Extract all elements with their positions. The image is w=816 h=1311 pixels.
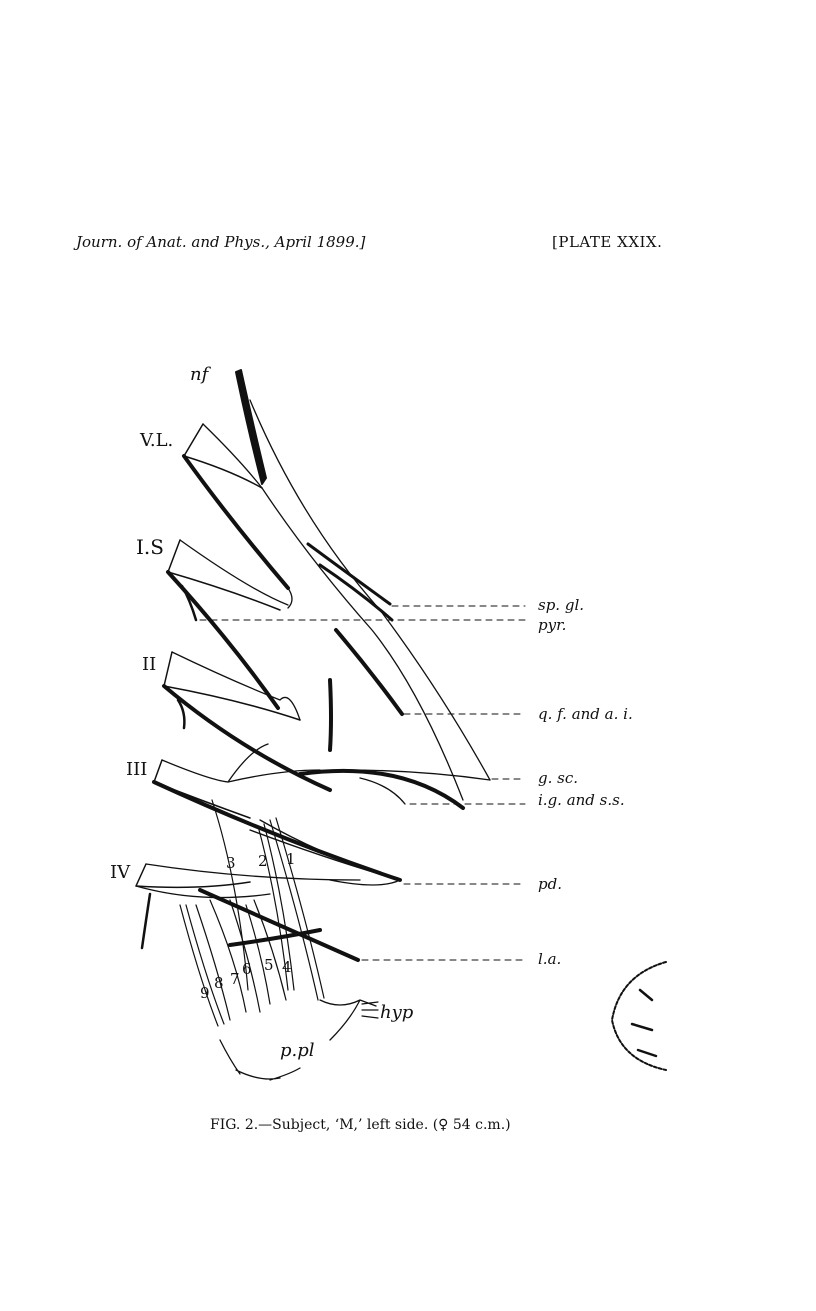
strand-7 [209,899,247,1013]
pd-point [249,829,401,886]
strand-label-3: 3 [226,854,236,872]
label-is: I.S [136,535,164,559]
strand-label-4: 4 [282,958,292,976]
strand-3 [211,799,249,991]
library-stamp [611,961,667,1071]
sp-gl-bar [306,542,392,606]
strand-label-9: 9 [200,984,210,1002]
journal-header: Journ. of Anat. and Phys., April 1899.] [76,233,366,251]
strand-label-1: 1 [286,850,296,868]
label-pd: pd. [538,875,562,893]
label-ii: II [142,654,156,675]
label-nf: nf [190,364,212,385]
la-bar [198,888,360,962]
nf-structure [235,369,267,485]
strand-label-8: 8 [214,974,224,992]
label-la: l.a. [538,950,561,968]
strand-8 [195,904,231,1021]
hyp-base [319,999,377,1041]
label-iv: IV [110,862,131,883]
qf-bar [334,628,404,716]
label-g-sc: g. sc. [538,769,578,787]
plate-number: [PLATE XXIX. [552,233,663,251]
strand-4 [253,899,287,1001]
strand-label-5: 5 [264,956,274,974]
label-ig-ss: i.g. and s.s. [538,791,625,809]
label-hyp: hyp [380,1002,414,1023]
label-pyr: pyr. [538,616,566,634]
strand-6 [229,899,261,1013]
strand-1 [269,819,319,1001]
label-iii: III [126,759,147,780]
strand-5 [245,904,271,1005]
figure-caption: FIG. 2.—Subject, ‘M,’ left side. (♀ 54 c… [210,1117,511,1133]
strand-9 [179,904,219,1027]
ppl-base [219,1039,301,1081]
label-qf-ai: q. f. and a. i. [538,705,633,723]
label-p-pl: p.pl [280,1040,315,1061]
ii-arm [163,651,301,721]
strand-2 [257,825,289,991]
label-sp-gl: sp. gl. [538,596,584,614]
leader-lines [199,605,526,961]
iv-arm [135,863,251,889]
label-vl: V.L. [139,430,173,451]
strand-label-2: 2 [258,852,268,870]
strand-label-7: 7 [230,970,240,988]
is-arm [167,539,281,611]
strand-label-6: 6 [242,960,252,978]
